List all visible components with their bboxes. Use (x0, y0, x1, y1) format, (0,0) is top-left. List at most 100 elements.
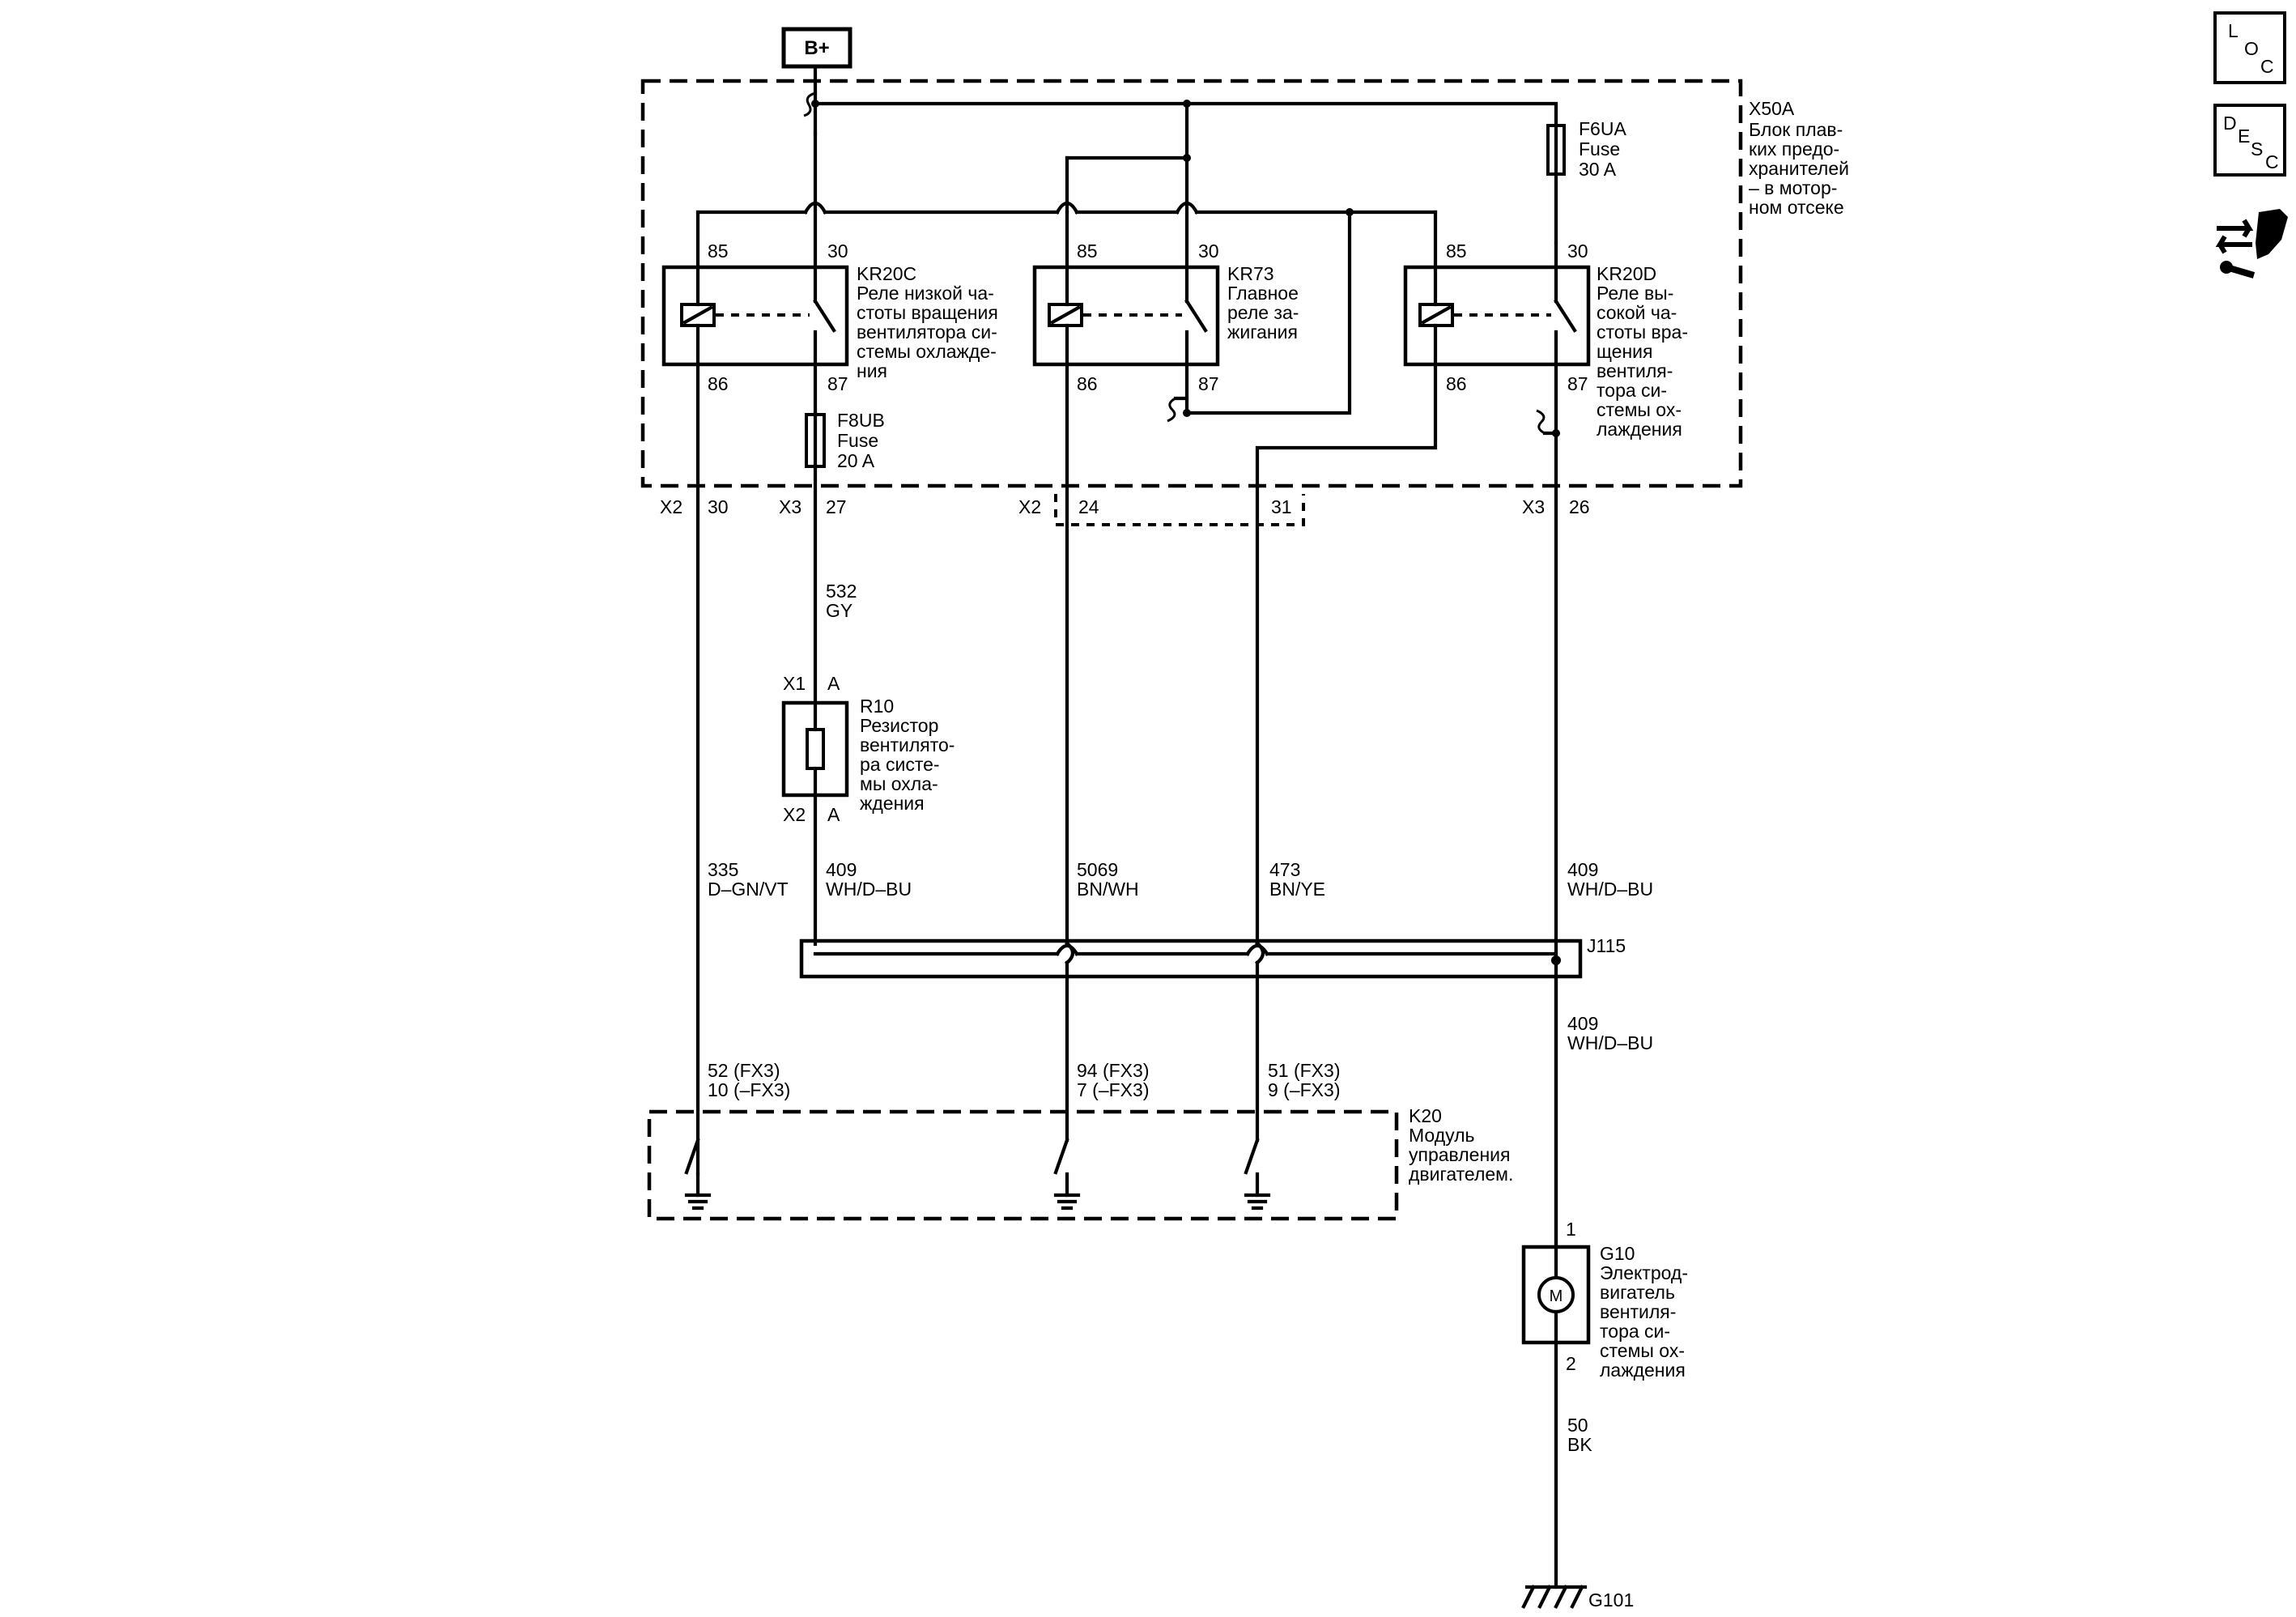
harness-wires (695, 362, 1265, 1177)
svg-text:Главное: Главное (1227, 283, 1299, 304)
svg-text:Резистор: Резистор (860, 715, 938, 736)
svg-text:24: 24 (1078, 496, 1099, 517)
svg-text:Fuse: Fuse (1579, 138, 1620, 160)
ecm-driver-2 (1053, 1138, 1081, 1211)
svg-text:хранителей: хранителей (1749, 158, 1849, 179)
svg-text:вентиля-: вентиля- (1600, 1301, 1676, 1322)
svg-text:WH/D–BU: WH/D–BU (826, 879, 912, 900)
svg-text:X3: X3 (779, 496, 801, 517)
ground-g101: G101 (1521, 1585, 1634, 1611)
svg-text:Fuse: Fuse (837, 430, 878, 451)
svg-text:лаждения: лаждения (1600, 1360, 1686, 1381)
fuse-f8ub: F8UB Fuse 20 A (805, 410, 885, 471)
fuse-f6ua: F6UA Fuse 30 A (1546, 118, 1626, 180)
battery-positive: B+ (781, 27, 852, 69)
svg-text:стемы охлажде-: стемы охлажде- (857, 341, 997, 362)
svg-text:X2: X2 (783, 804, 806, 825)
ecm-driver-3 (1244, 1138, 1271, 1211)
svg-text:BK: BK (1567, 1434, 1592, 1455)
wire-labels: 532 GY 335 D–GN/VT 409 WH/D–BU 5069 BN/W… (708, 581, 1653, 1455)
svg-text:Реле низкой ча-: Реле низкой ча- (857, 283, 994, 304)
svg-text:X1: X1 (783, 673, 806, 694)
svg-text:вентилято-: вентилято- (860, 734, 955, 755)
svg-text:стоты вращения: стоты вращения (857, 302, 998, 323)
desc-icon[interactable]: D E S C (2213, 104, 2286, 177)
svg-text:409: 409 (826, 859, 857, 880)
svg-text:87: 87 (1198, 373, 1219, 394)
svg-text:BN/YE: BN/YE (1269, 879, 1325, 900)
svg-text:двигателем.: двигателем. (1409, 1164, 1513, 1185)
loc-icon[interactable]: L O C (2213, 11, 2286, 84)
svg-text:G10: G10 (1600, 1243, 1635, 1264)
svg-text:30: 30 (1567, 240, 1588, 262)
svg-text:31: 31 (1271, 496, 1292, 517)
fuse-block-label: X50A Блок плав- ких предо- хранителей – … (1749, 98, 1849, 218)
tools-icon[interactable] (2215, 209, 2288, 279)
svg-text:86: 86 (1446, 373, 1467, 394)
svg-text:30: 30 (827, 240, 848, 262)
relay-kr20d: 85 30 86 87 KR20D Реле вы- сокой ча- сто… (1403, 240, 1688, 440)
svg-text:KR73: KR73 (1227, 263, 1274, 284)
svg-text:Модуль: Модуль (1409, 1125, 1475, 1146)
svg-text:Электрод-: Электрод- (1600, 1262, 1688, 1283)
svg-text:85: 85 (708, 240, 729, 262)
svg-text:Блок плав-: Блок плав- (1749, 119, 1843, 140)
svg-text:K20: K20 (1409, 1105, 1442, 1126)
svg-text:409: 409 (1567, 859, 1598, 880)
svg-text:C: C (2260, 56, 2274, 77)
svg-text:WH/D–BU: WH/D–BU (1567, 1032, 1653, 1053)
svg-text:управления: управления (1409, 1144, 1510, 1165)
svg-text:52 (FX3): 52 (FX3) (708, 1060, 780, 1081)
svg-text:мы охла-: мы охла- (860, 773, 938, 794)
relay-kr20c: 85 30 86 87 KR20C Реле низкой ча- стоты … (661, 240, 998, 394)
svg-text:B+: B+ (804, 37, 829, 59)
svg-text:X3: X3 (1522, 496, 1545, 517)
svg-text:вигатель: вигатель (1600, 1282, 1675, 1303)
svg-text:D–GN/VT: D–GN/VT (708, 879, 789, 900)
svg-text:86: 86 (1077, 373, 1098, 394)
svg-text:C: C (2265, 151, 2279, 172)
svg-text:94 (FX3): 94 (FX3) (1077, 1060, 1149, 1081)
svg-text:S: S (2251, 138, 2263, 160)
svg-text:51 (FX3): 51 (FX3) (1268, 1060, 1340, 1081)
svg-text:335: 335 (708, 859, 738, 880)
svg-text:O: O (2244, 38, 2259, 59)
svg-text:X2: X2 (660, 496, 682, 517)
power-bus (803, 64, 1558, 215)
svg-text:ния: ния (857, 360, 887, 381)
svg-text:KR20D: KR20D (1597, 263, 1656, 284)
coil-feed-bus (695, 131, 1438, 270)
kr73-87-wire (1167, 210, 1352, 423)
svg-text:– в мотор-: – в мотор- (1749, 177, 1837, 198)
svg-text:R10: R10 (860, 696, 894, 717)
svg-text:стемы ох-: стемы ох- (1600, 1340, 1685, 1361)
svg-text:30 A: 30 A (1579, 159, 1617, 180)
svg-text:тора си-: тора си- (1600, 1321, 1670, 1342)
svg-text:26: 26 (1569, 496, 1590, 517)
connector-labels: X2 30 X3 27 X2 24 31 X3 26 (660, 494, 1590, 526)
kr20d-86-wire (1255, 362, 1438, 946)
svg-text:E: E (2238, 126, 2250, 147)
resistor-r10: X1 A X2 A R10 Резистор вентилято- ра сис… (781, 673, 955, 825)
svg-text:ждения: ждения (860, 793, 925, 814)
svg-text:86: 86 (708, 373, 729, 394)
svg-text:27: 27 (826, 496, 847, 517)
motor-g10: M 1 2 G10 Электрод- вигатель вентиля- то… (1521, 974, 1688, 1381)
svg-text:9 (–FX3): 9 (–FX3) (1268, 1079, 1340, 1100)
ecm-k20: K20 Модуль управления двигателем. 52 (FX… (647, 1060, 1513, 1221)
svg-text:20 A: 20 A (837, 450, 875, 471)
svg-text:87: 87 (1567, 373, 1588, 394)
svg-text:409: 409 (1567, 1013, 1598, 1034)
svg-text:5069: 5069 (1077, 859, 1118, 880)
svg-text:F8UB: F8UB (837, 410, 885, 431)
svg-text:1: 1 (1566, 1219, 1576, 1240)
svg-text:BN/WH: BN/WH (1077, 879, 1139, 900)
svg-text:ра систе-: ра систе- (860, 754, 940, 775)
svg-text:D: D (2223, 113, 2237, 134)
svg-text:50: 50 (1567, 1415, 1588, 1436)
svg-text:KR20C: KR20C (857, 263, 916, 284)
svg-text:473: 473 (1269, 859, 1300, 880)
svg-text:532: 532 (826, 581, 857, 602)
fuse-block-outline (640, 79, 1743, 488)
ecm-driver-1 (684, 1138, 712, 1211)
